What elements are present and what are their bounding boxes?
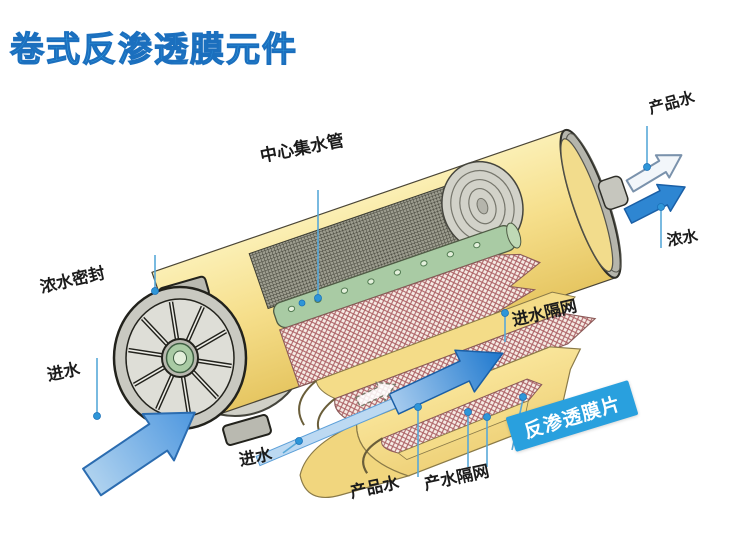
permeate-dashed-arrow [354, 381, 397, 408]
leader-dots [93, 163, 665, 445]
brine-seal-bottom [222, 413, 272, 447]
permeate-port-stub [597, 175, 629, 211]
concentrate-arrow [623, 183, 686, 224]
page-title: 卷式反渗透膜元件 [9, 30, 298, 69]
end-cap-face [560, 138, 614, 273]
cylinder-assembly [151, 128, 629, 499]
feed-flow-arrow [388, 349, 504, 415]
permeate-spacer-strip [381, 378, 543, 454]
center-collection-tube [273, 222, 522, 329]
product-water-arrow [625, 154, 683, 193]
feed-arrow [82, 411, 196, 497]
end-cap-wheel [112, 275, 272, 447]
tube-holes [287, 241, 481, 313]
